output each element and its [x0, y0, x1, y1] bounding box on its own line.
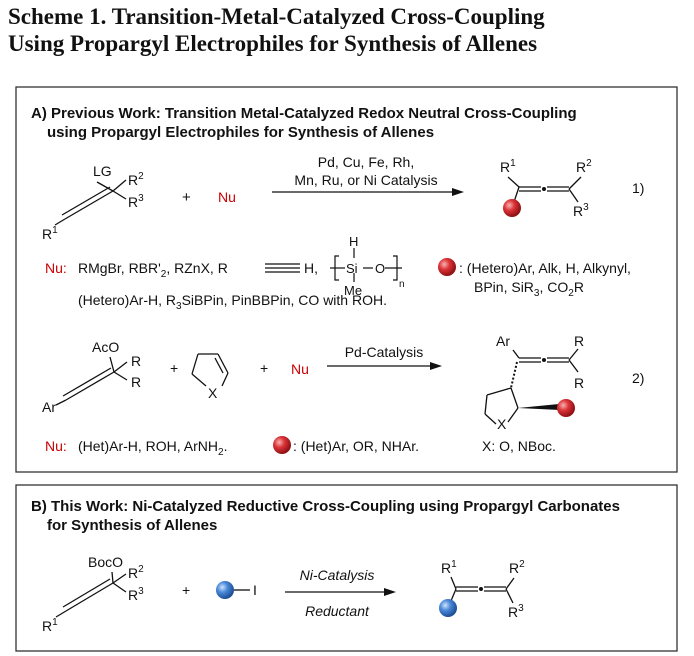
- panel-b-iodide-label: I: [253, 582, 257, 598]
- rxn1-leaving-group: LG: [93, 163, 112, 179]
- rxn1-conditions-line-2: Mn, Ru, or Ni Catalysis: [294, 172, 437, 188]
- rxn1-conditions-line-1: Pd, Cu, Fe, Rh,: [318, 154, 414, 170]
- allene-central-carbon-dot: [542, 187, 546, 191]
- rxn2-substrate-r-bottom: R: [131, 374, 141, 390]
- panel-b-arrow: [285, 588, 396, 596]
- allene-central-carbon-dot: [542, 358, 546, 362]
- scheme-title-line-2: Using Propargyl Electrophiles for Synthe…: [8, 31, 538, 56]
- panel-b-product-allene: [447, 576, 515, 609]
- scheme-title-line-1: Scheme 1. Transition-Metal-Catalyzed Cro…: [8, 4, 545, 29]
- rxn2-nu-label: Nu:: [45, 438, 67, 454]
- panel-b-plus: +: [182, 582, 190, 598]
- panel-b-substrate-r1: R1: [42, 617, 58, 634]
- siloxane-h: H: [349, 234, 358, 249]
- rxn2-nu-list: (Het)Ar-H, ROH, ArNH2.: [78, 438, 227, 458]
- rxn1-substrate-r2: R2: [128, 171, 144, 188]
- siloxane-me: Me: [344, 283, 362, 298]
- rxn2-ring-x: X: [208, 385, 218, 401]
- rxn1-product-allene: [507, 176, 582, 209]
- rxn1-substrate-r3: R3: [128, 193, 144, 210]
- panel-b-condition-bottom: Reductant: [305, 603, 370, 619]
- rxn2-condition: Pd-Catalysis: [345, 344, 424, 360]
- siloxane-n: n: [399, 279, 405, 290]
- red-ball-legend-line-2: BPin, SiR3, CO2R: [474, 279, 584, 299]
- rxn2-product-x: X: [497, 416, 507, 432]
- rxn2-nucleophile: Nu: [291, 361, 309, 377]
- panel-b-substrate-r3: R3: [128, 586, 144, 603]
- panel-a-heading-line-2: using Propargyl Electrophiles for Synthe…: [47, 124, 434, 141]
- rxn1-number: 1): [632, 180, 644, 196]
- red-ball-legend-line-1: : (Hetero)Ar, Alk, H, Alkynyl,: [459, 260, 631, 276]
- rxn2-wedge-bond: [518, 404, 560, 410]
- rxn2-arrow: [327, 362, 442, 370]
- rxn1-product-r3: R3: [573, 202, 589, 219]
- panel-b-product-r1: R1: [441, 559, 457, 576]
- panel-b-heading-line-2: for Synthesis of Allenes: [47, 517, 217, 534]
- rxn1-product-red-ball: [503, 199, 521, 217]
- rxn2-acetoxy: AcO: [92, 339, 119, 355]
- nu-list-line-1: RMgBr, RBR'2, RZnX, R: [78, 260, 228, 280]
- rxn2-product-red-ball: [557, 399, 575, 417]
- rxn2-number: 2): [632, 370, 644, 386]
- panel-b-blue-ball-iodide: [216, 581, 234, 599]
- rxn2-product: [484, 348, 579, 425]
- panel-b-product-r2: R2: [509, 559, 525, 576]
- rxn2-product-ar: Ar: [496, 333, 510, 349]
- panel-b-substrate-r2: R2: [128, 564, 144, 581]
- panel-a-frame: [15, 86, 678, 473]
- legend-red-ball: [438, 258, 456, 276]
- panel-b-substrate: [55, 571, 127, 618]
- rxn2-plus-2: +: [260, 360, 268, 376]
- alkyne-triple-bond-icon: [265, 263, 300, 273]
- rxn2-substrate-ar: Ar: [42, 399, 56, 415]
- panel-b-condition-top: Ni-Catalysis: [300, 567, 375, 583]
- nu-list-line-2: (Hetero)Ar-H, R3SiBPin, PinBBPin, CO wit…: [78, 292, 387, 312]
- rxn2-legend-red-ball: [273, 436, 291, 454]
- nu-list-label: Nu:: [45, 260, 67, 276]
- rxn1-substrate-r1: R1: [42, 225, 58, 242]
- siloxane-repeat-unit: [330, 248, 402, 282]
- rxn2-cyclic-alkene: [191, 353, 229, 387]
- panel-b-product-blue-ball: [439, 599, 457, 617]
- rxn2-plus-1: +: [170, 360, 178, 376]
- allene-central-carbon-dot: [479, 587, 483, 591]
- rxn1-arrow: [272, 188, 464, 196]
- panel-b-frame: [15, 484, 678, 652]
- rxn1-nucleophile: Nu: [218, 189, 236, 205]
- rxn2-substrate: [55, 356, 128, 406]
- rxn1-substrate: [54, 179, 127, 226]
- rxn2-product-r-bottom: R: [574, 375, 584, 391]
- scheme-title: Scheme 1. Transition-Metal-Catalyzed Cro…: [8, 3, 688, 57]
- rxn1-product-r2: R2: [576, 158, 592, 175]
- rxn2-ball-legend: : (Het)Ar, OR, NHAr.: [293, 438, 419, 454]
- panel-a-heading-line-1: A) Previous Work: Transition Metal-Catal…: [31, 105, 577, 122]
- panel-b-product-r3: R3: [508, 603, 524, 620]
- siloxane-si: Si: [346, 261, 358, 276]
- rxn2-product-r-top: R: [574, 333, 584, 349]
- rxn2-x-legend: X: O, NBoc.: [482, 438, 556, 454]
- panel-b-boc-carbonate: BocO: [88, 554, 123, 570]
- panel-b-heading-line-1: B) This Work: Ni-Catalyzed Reductive Cro…: [31, 498, 620, 515]
- rxn1-product-r1: R1: [500, 158, 516, 175]
- rxn2-substrate-r-top: R: [131, 353, 141, 369]
- rxn1-plus: +: [182, 189, 191, 206]
- siloxane-o: O: [375, 261, 385, 276]
- nu-list-alkyne-h: H,: [304, 260, 318, 276]
